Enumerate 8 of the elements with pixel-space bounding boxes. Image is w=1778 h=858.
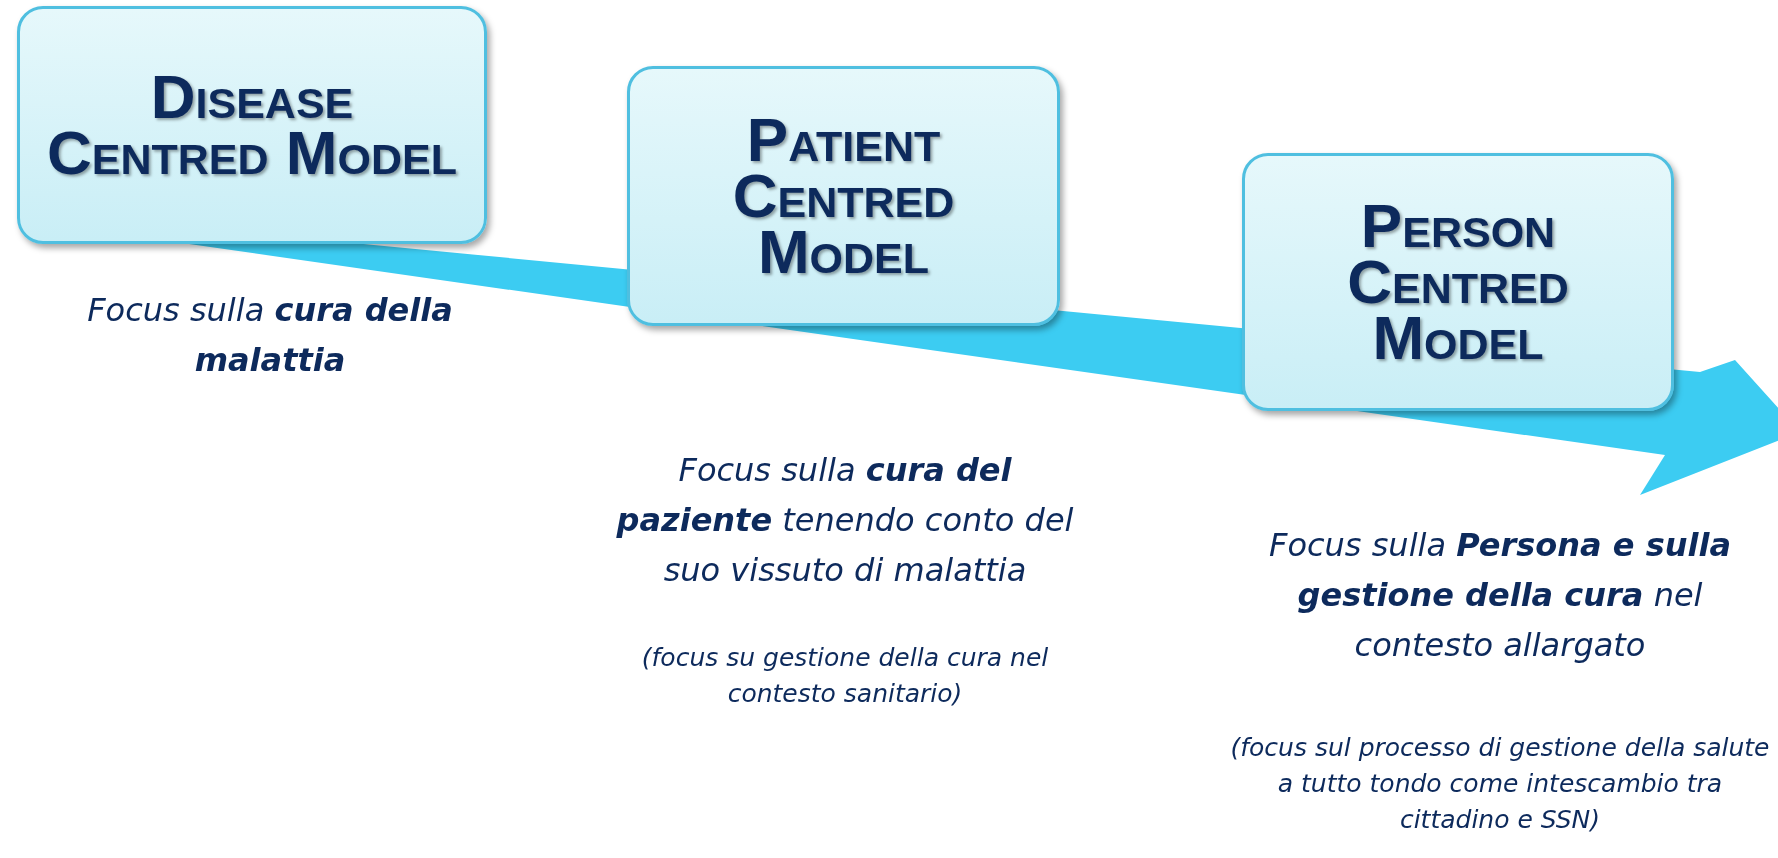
model-title: Person Centred Model	[1346, 198, 1570, 366]
note-text: (focus su gestione della cura nel contesto sanitario)	[640, 642, 1050, 710]
description-text: Focus sulla cura della malattia	[86, 290, 454, 381]
note-text: (focus sul processo di gestione della salute a tutto tondo come intescambio tra cittadino e SSN)	[1229, 732, 1771, 836]
description-text: Focus sulla Persona e sulla gestione della cura nel contesto allargato	[1267, 525, 1732, 666]
description-text: Focus sulla cura del paziente tenendo conto del suo vissuto di malattia	[615, 450, 1075, 591]
model-title: Disease Centred Model	[47, 69, 457, 181]
model-title: Patient Centred Model	[731, 112, 956, 280]
